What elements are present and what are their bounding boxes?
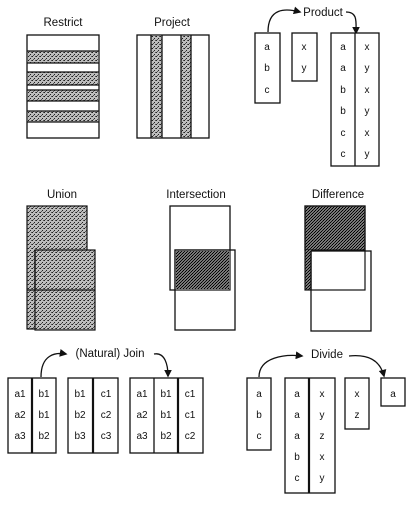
divide-dividend-cell: c <box>295 473 300 484</box>
product-result-cell: y <box>365 106 370 117</box>
join-result-table <box>129 377 204 454</box>
product-arrow-left <box>267 6 302 33</box>
product-right-cell: x <box>302 42 307 53</box>
project-panel: Project <box>136 17 210 139</box>
restrict-row-band <box>28 51 98 63</box>
join-right-cell: b2 <box>74 410 86 421</box>
difference-panel: Difference <box>304 189 372 332</box>
product-result-cell: x <box>365 42 370 53</box>
join-result-cell: a1 <box>136 389 148 400</box>
product-result-cell: x <box>365 128 370 139</box>
join-result-cell: b1 <box>160 410 172 421</box>
divide-left-cell: c <box>257 431 262 442</box>
product-result-cell: x <box>365 85 370 96</box>
product-result-cell: b <box>340 106 346 117</box>
join-result-cell: c1 <box>185 410 196 421</box>
divide-dividend-cell: b <box>294 452 300 463</box>
difference-remaining-region <box>304 205 366 251</box>
divide-dividend-cell: x <box>320 389 325 400</box>
divide-dividend-cell: a <box>294 389 300 400</box>
product-right-cell: y <box>302 63 307 74</box>
join-result-cell: a3 <box>136 431 148 442</box>
product-left-cell: c <box>265 85 270 96</box>
product-result-cell: y <box>365 63 370 74</box>
product-panel: Product a b c x y a a b b c c x y x y x … <box>254 6 380 167</box>
divide-panel: Divide a b c a a a b c x y z x y x z a <box>246 349 406 494</box>
product-result-cell: a <box>340 63 346 74</box>
restrict-row-band <box>28 111 98 122</box>
divide-result-table <box>380 377 406 407</box>
product-title: Product <box>303 7 343 19</box>
join-left-cell: b1 <box>38 410 50 421</box>
divide-left-table <box>246 377 272 451</box>
difference-set-b <box>310 250 372 332</box>
difference-title: Difference <box>312 189 364 201</box>
join-result-cell: b1 <box>160 389 172 400</box>
restrict-row-band <box>28 72 98 85</box>
join-result-cell: b2 <box>160 431 172 442</box>
difference-remaining-strip <box>305 250 311 290</box>
divide-dividend-cell: y <box>320 473 325 484</box>
restrict-title: Restrict <box>44 17 84 29</box>
project-table <box>136 34 210 139</box>
project-column-band <box>181 36 191 137</box>
project-title: Project <box>154 17 191 29</box>
intersection-overlap <box>176 251 229 289</box>
divide-left-cell: b <box>256 410 262 421</box>
union-title: Union <box>47 189 77 201</box>
join-right-cell: b1 <box>74 389 86 400</box>
intersection-title: Intersection <box>166 189 225 201</box>
divide-dividend-cell: x <box>320 452 325 463</box>
divide-arrow-right <box>348 354 387 378</box>
restrict-row-band <box>28 90 98 101</box>
join-left-cell: a1 <box>14 389 26 400</box>
join-right-cell: c1 <box>101 389 112 400</box>
divide-left-cell: a <box>256 389 262 400</box>
join-left-cell: a2 <box>14 410 26 421</box>
product-result-cell: c <box>341 128 346 139</box>
divide-divisor-table <box>344 377 370 430</box>
join-left-cell: a3 <box>14 431 26 442</box>
product-result-cell: b <box>340 85 346 96</box>
join-right-cell: c3 <box>101 431 112 442</box>
join-right-cell: b3 <box>74 431 86 442</box>
product-result-cell: a <box>340 42 346 53</box>
product-right-table <box>291 32 318 82</box>
divide-dividend-cell: z <box>320 431 325 442</box>
join-panel: (Natural) Join a1 a2 a3 b1 b1 b2 b1 b2 b… <box>7 348 204 454</box>
restrict-panel: Restrict <box>26 17 100 139</box>
divide-arrow-left <box>258 351 304 378</box>
join-arrow-right <box>153 353 172 378</box>
product-left-cell: a <box>264 42 270 53</box>
difference-set-a <box>304 205 366 291</box>
product-left-cell: b <box>264 63 270 74</box>
product-result-cell: c <box>341 149 346 160</box>
divide-divisor-cell: z <box>355 410 360 421</box>
join-title: (Natural) Join <box>75 348 144 360</box>
product-left-table <box>254 32 281 104</box>
join-arrow-left <box>40 349 68 378</box>
union-panel: Union <box>26 189 96 331</box>
divide-divisor-cell: x <box>355 389 360 400</box>
join-result-cell: a2 <box>136 410 148 421</box>
divide-dividend-cell: a <box>294 431 300 442</box>
intersection-panel: Intersection <box>166 189 236 331</box>
divide-result-cell: a <box>390 389 396 400</box>
divide-dividend-cell: y <box>320 410 325 421</box>
project-column-band <box>151 36 162 137</box>
divide-title: Divide <box>311 349 343 361</box>
product-arrow-right <box>345 11 360 35</box>
divide-dividend-cell: a <box>294 410 300 421</box>
join-right-cell: c2 <box>101 410 112 421</box>
join-left-cell: b2 <box>38 431 50 442</box>
join-result-cell: c1 <box>185 389 196 400</box>
join-result-cell: c2 <box>185 431 196 442</box>
join-left-cell: b1 <box>38 389 50 400</box>
product-result-cell: y <box>365 149 370 160</box>
